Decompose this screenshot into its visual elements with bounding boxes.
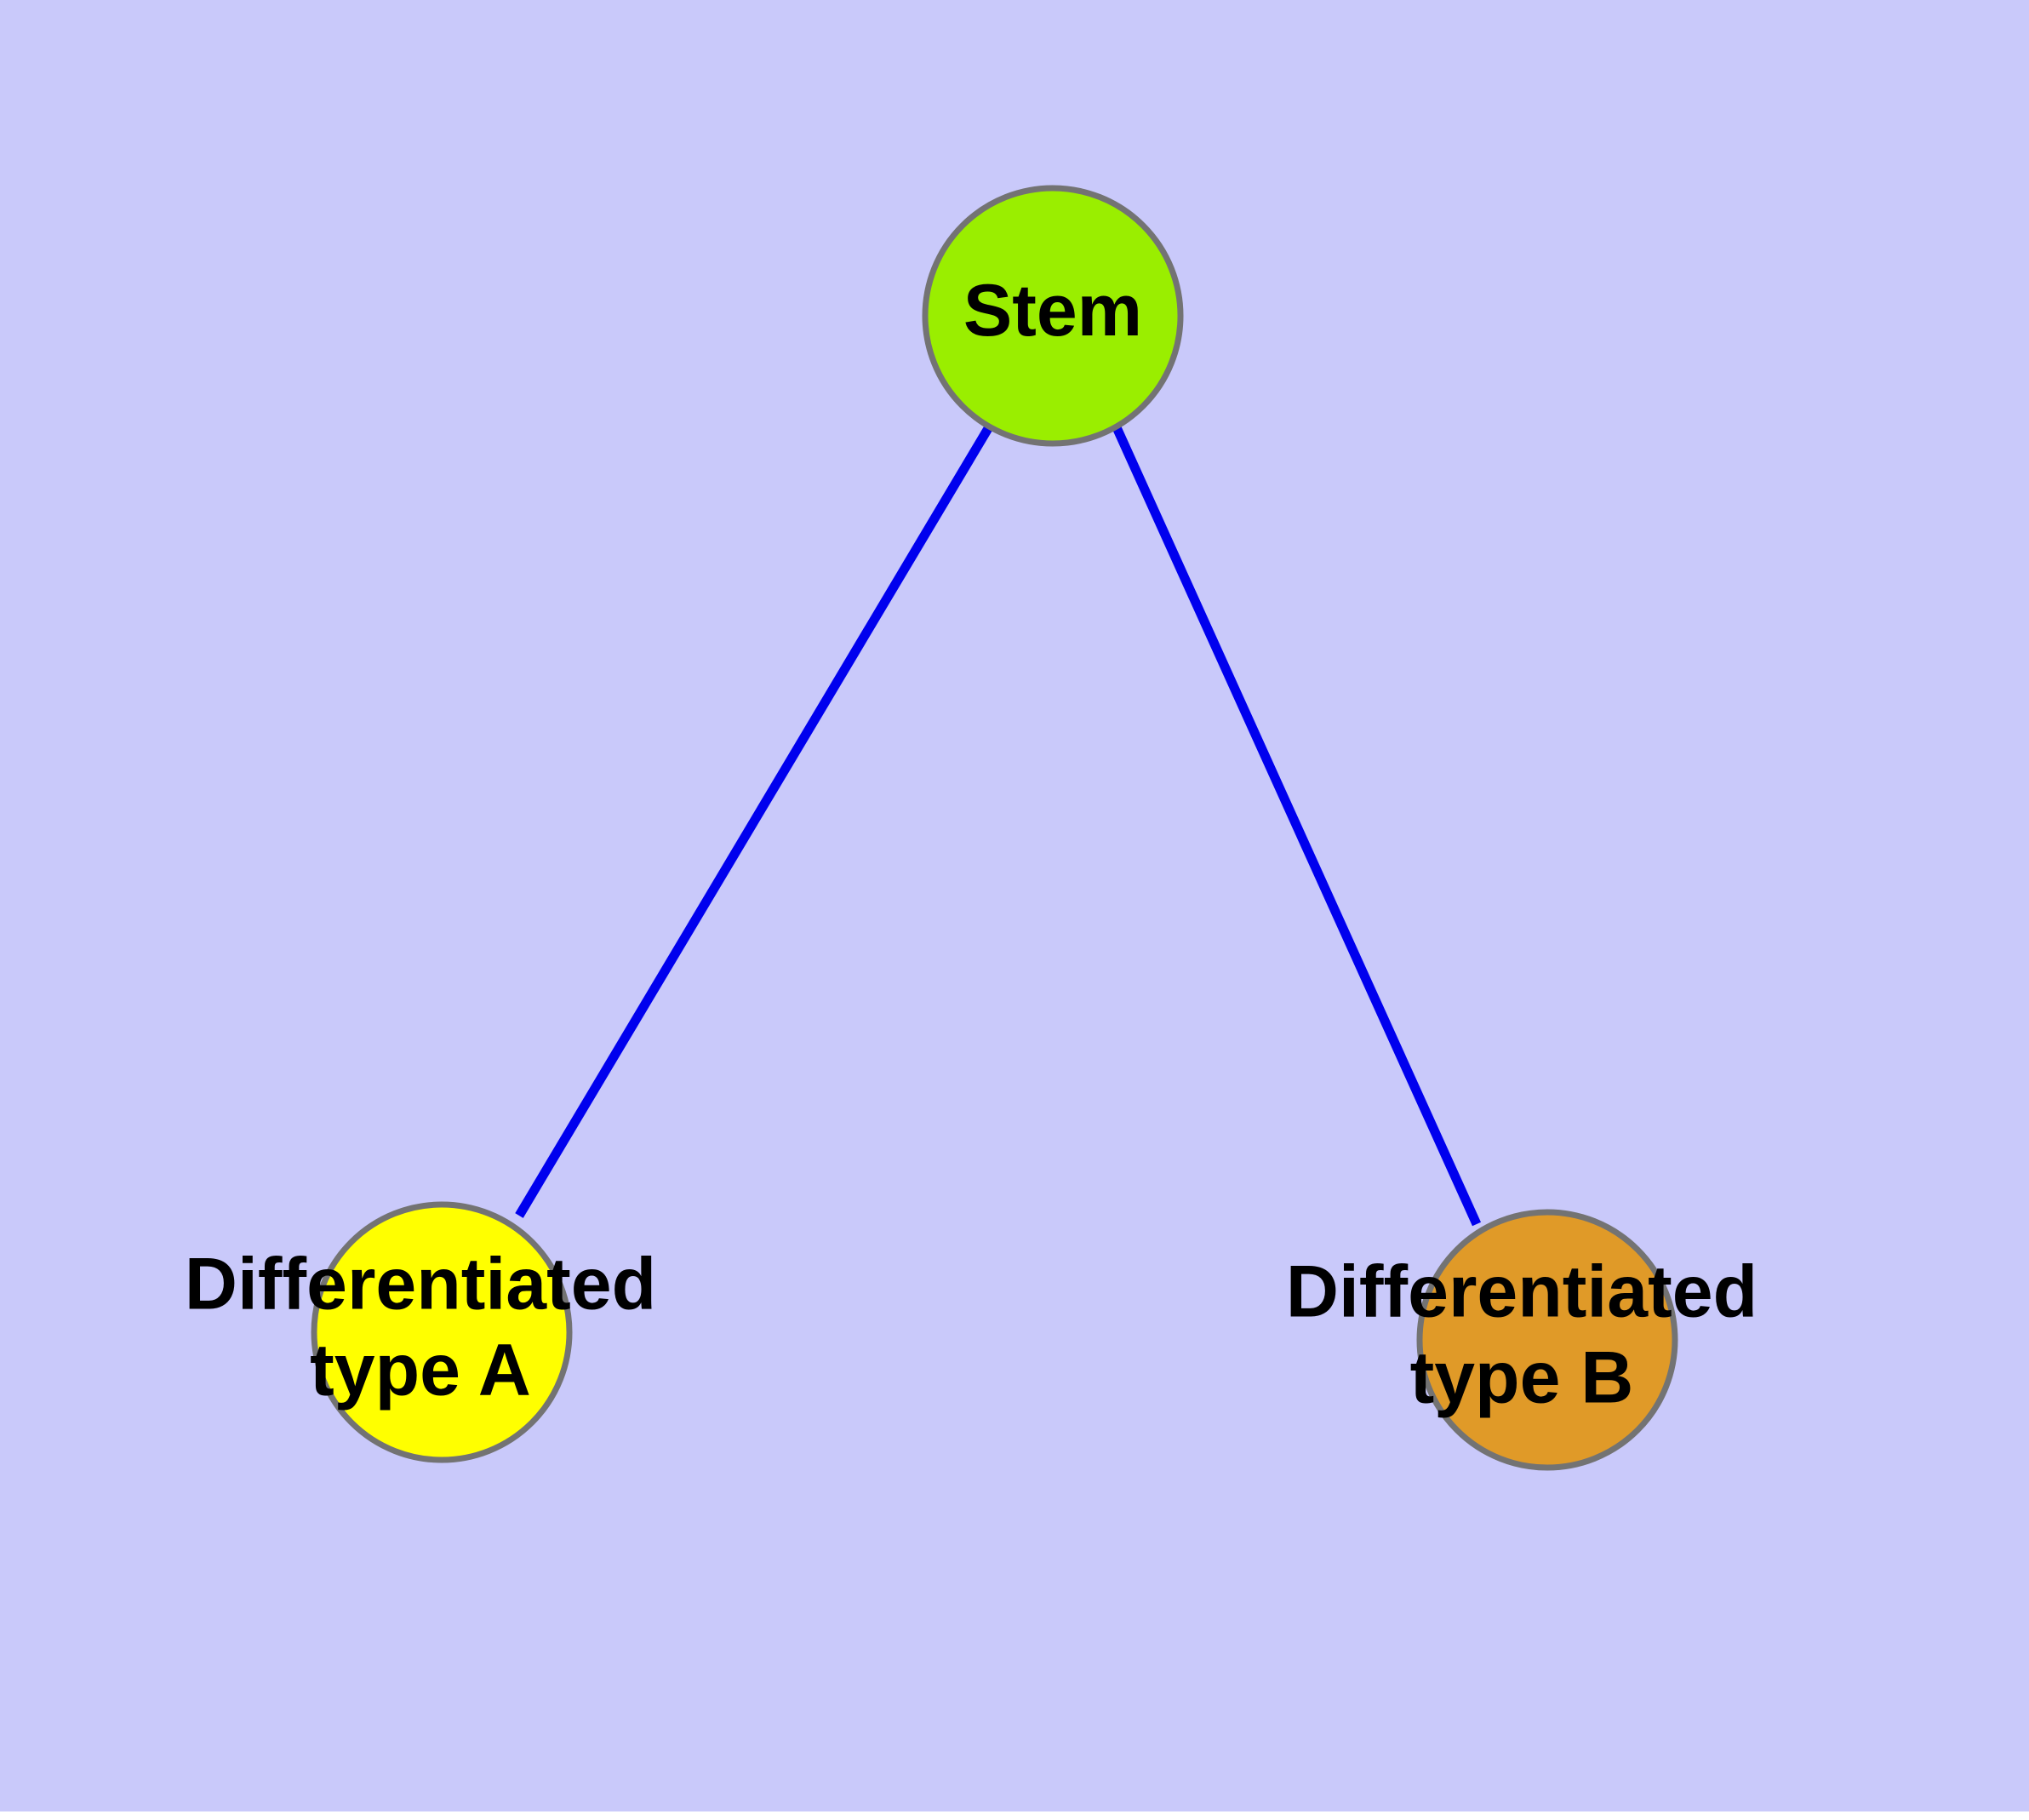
node-label-stem: Stem	[963, 270, 1142, 352]
node-circle-stem[interactable]	[922, 185, 1184, 447]
node-label-line: Differentiated	[185, 1243, 656, 1325]
node-label-line: Stem	[963, 270, 1142, 352]
graph-node-diff_a[interactable]	[311, 1201, 573, 1463]
graph-node-stem[interactable]	[922, 185, 1184, 447]
node-circle-diff_a[interactable]	[311, 1201, 573, 1463]
graph-node-diff_b[interactable]	[1416, 1209, 1678, 1471]
node-label-line: Differentiated	[1286, 1251, 1758, 1332]
graph-edge-stem-to-diff-b	[1111, 423, 1482, 1227]
node-circle-diff_b[interactable]	[1416, 1209, 1678, 1471]
node-label-line: type A	[310, 1329, 531, 1411]
edges-layer	[515, 423, 1482, 1227]
node-label-line: type B	[1410, 1336, 1634, 1418]
graph-edge-stem-to-diff-a	[515, 423, 994, 1218]
